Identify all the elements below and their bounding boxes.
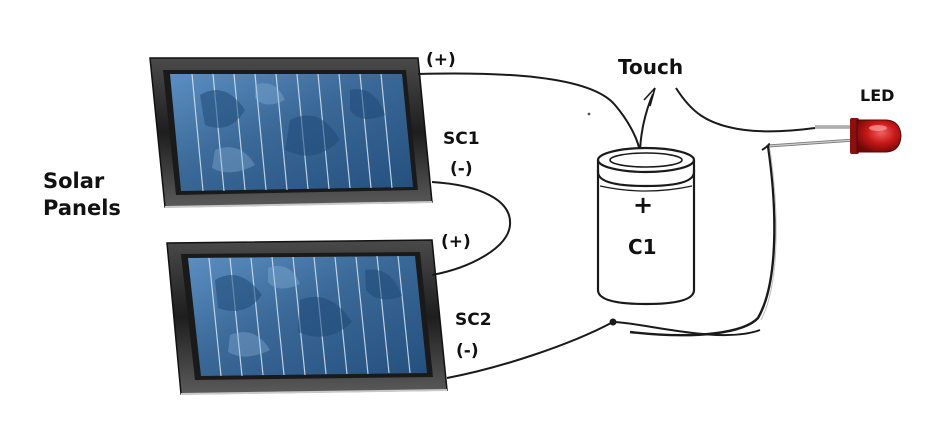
junction-dot <box>609 318 617 326</box>
touch-arrow-icon <box>643 87 656 107</box>
wire-touch-to-led <box>675 87 816 133</box>
wires <box>417 72 816 379</box>
sc1-negative-label: (-) <box>450 159 473 179</box>
wire-sc1-negative-to-sc2-positive <box>431 181 512 276</box>
wire-sc1-positive-to-c1 <box>417 72 641 156</box>
sc2-negative-label: (-) <box>456 341 479 361</box>
sc1-positive-label: (+) <box>426 50 456 70</box>
led-label: LED <box>860 86 894 105</box>
solar-panel-sc1 <box>149 57 433 208</box>
led-leads <box>629 125 856 337</box>
wire-c1-negative-to-led <box>612 321 761 337</box>
touch-label: Touch <box>618 55 683 79</box>
solar-panels-label-line2: Panels <box>43 196 121 220</box>
solar-panels-label-line1: Solar <box>43 169 105 193</box>
capacitor-c1 <box>596 146 696 306</box>
sc1-label: SC1 <box>443 129 480 149</box>
capacitor-plus-label: + <box>633 191 653 219</box>
capacitor-label: C1 <box>628 235 657 259</box>
stray-dot <box>587 112 591 116</box>
wire-sc2-negative-to-c1 <box>446 321 614 379</box>
sc2-positive-label: (+) <box>441 232 471 252</box>
led-icon <box>850 118 902 154</box>
sc2-label: SC2 <box>455 310 492 330</box>
solar-panel-sc2 <box>166 239 448 395</box>
